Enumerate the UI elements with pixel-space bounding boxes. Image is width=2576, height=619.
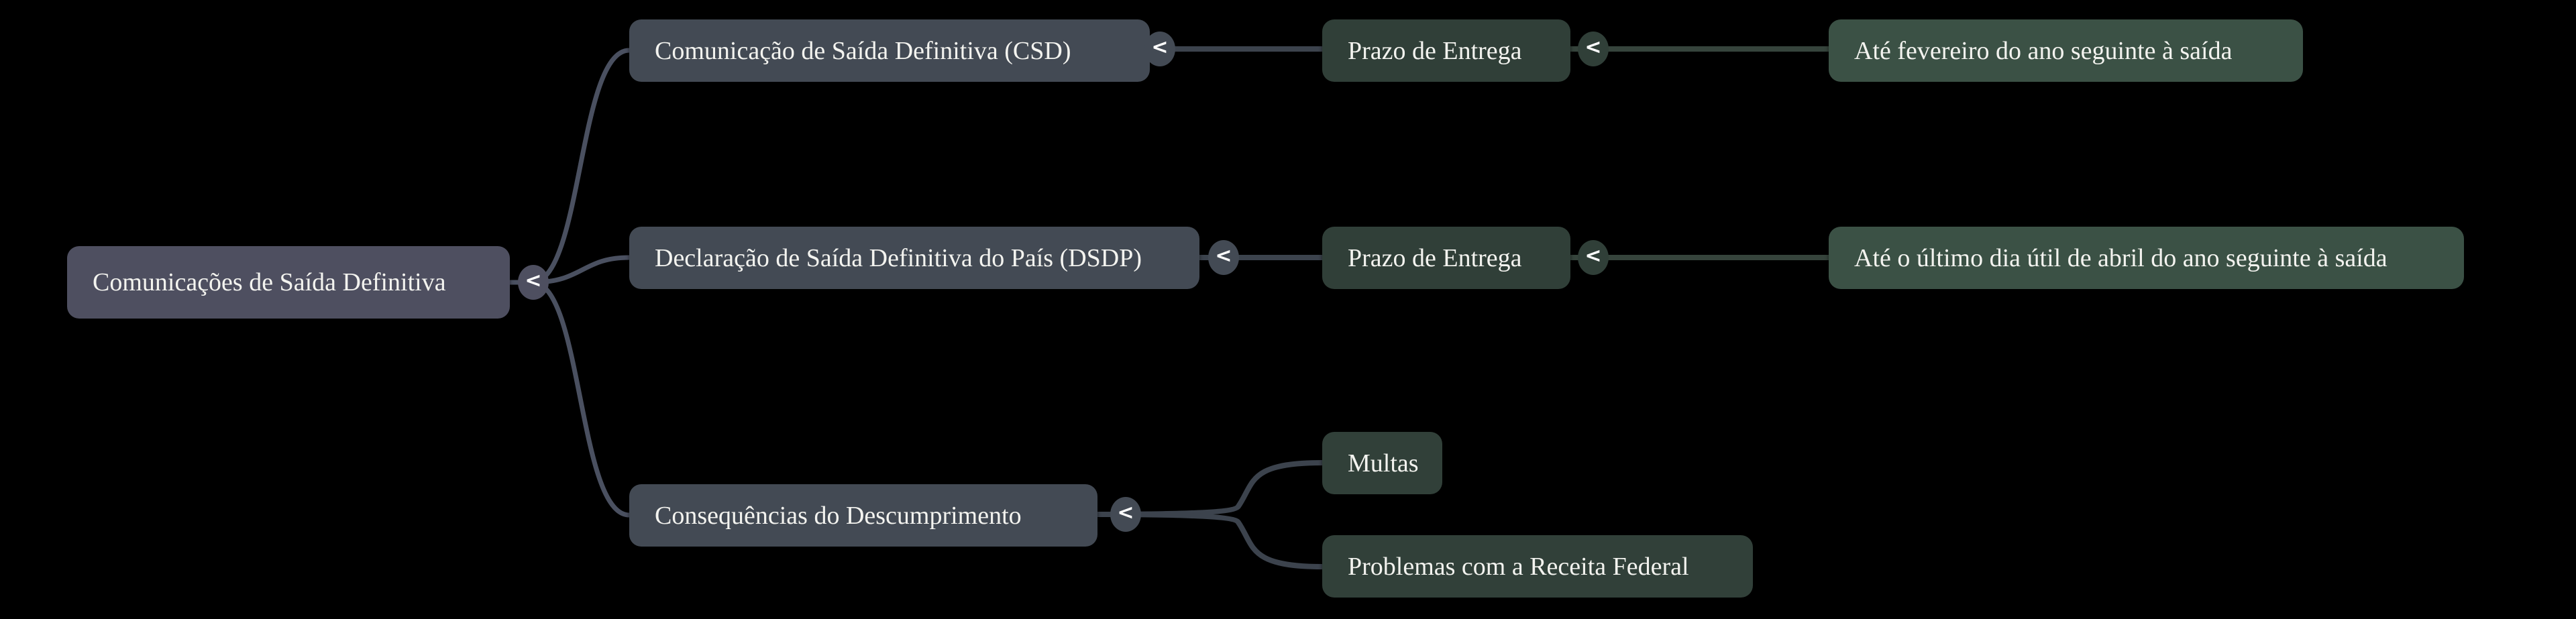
node-label: Prazo de Entrega — [1348, 36, 1522, 65]
collapse-chevron-icon: < — [1151, 36, 1169, 59]
node-label: Multas — [1348, 449, 1419, 477]
node-label: Prazo de Entrega — [1348, 243, 1522, 272]
collapse-chevron-icon: < — [1585, 244, 1602, 268]
collapse-chevron-icon: < — [1117, 501, 1134, 524]
node-label: Comunicação de Saída Definitiva (CSD) — [655, 36, 1071, 65]
node-label: Comunicações de Saída Definitiva — [93, 268, 446, 296]
collapse-chevron-icon: < — [1585, 36, 1602, 59]
node-dsdp[interactable]: Declaração de Saída Definitiva do País (… — [629, 227, 1199, 289]
node-label: Problemas com a Receita Federal — [1348, 552, 1689, 581]
collapse-chevron-icon: < — [525, 269, 542, 292]
node-comunicacoes-saida-definitiva[interactable]: Comunicações de Saída Definitiva — [67, 246, 510, 319]
link-consequencias-to-problemas — [1092, 512, 1325, 569]
node-dsdp-prazo-entrega[interactable]: Prazo de Entrega — [1322, 227, 1570, 289]
node-csd-prazo-detalhe[interactable]: Até fevereiro do ano seguinte à saída — [1829, 19, 2303, 82]
collapse-button-csd[interactable]: < — [1144, 32, 1175, 66]
node-label: Até o último dia útil de abril do ano se… — [1854, 243, 2387, 272]
node-problemas-receita-federal[interactable]: Problemas com a Receita Federal — [1322, 535, 1753, 598]
node-multas[interactable]: Multas — [1322, 432, 1442, 494]
node-csd-prazo-entrega[interactable]: Prazo de Entrega — [1322, 19, 1570, 82]
collapse-button-dsdp-prazo[interactable]: < — [1578, 240, 1609, 275]
node-csd[interactable]: Comunicação de Saída Definitiva (CSD) — [629, 19, 1150, 82]
node-consequencias[interactable]: Consequências do Descumprimento — [629, 484, 1097, 547]
node-label: Até fevereiro do ano seguinte à saída — [1854, 36, 2233, 65]
node-label: Declaração de Saída Definitiva do País (… — [655, 243, 1142, 272]
link-root-to-csd — [531, 48, 632, 285]
collapse-chevron-icon: < — [1215, 244, 1232, 268]
link-root-to-dsdp — [531, 255, 632, 285]
collapse-button-csd-prazo[interactable]: < — [1578, 32, 1609, 66]
collapse-button-consequencias[interactable]: < — [1110, 497, 1141, 532]
node-dsdp-prazo-detalhe[interactable]: Até o último dia útil de abril do ano se… — [1829, 227, 2464, 289]
node-label: Consequências do Descumprimento — [655, 501, 1022, 530]
collapse-button-dsdp[interactable]: < — [1208, 240, 1239, 275]
collapse-button-root[interactable]: < — [518, 265, 549, 300]
link-root-to-consequencias — [531, 280, 632, 518]
